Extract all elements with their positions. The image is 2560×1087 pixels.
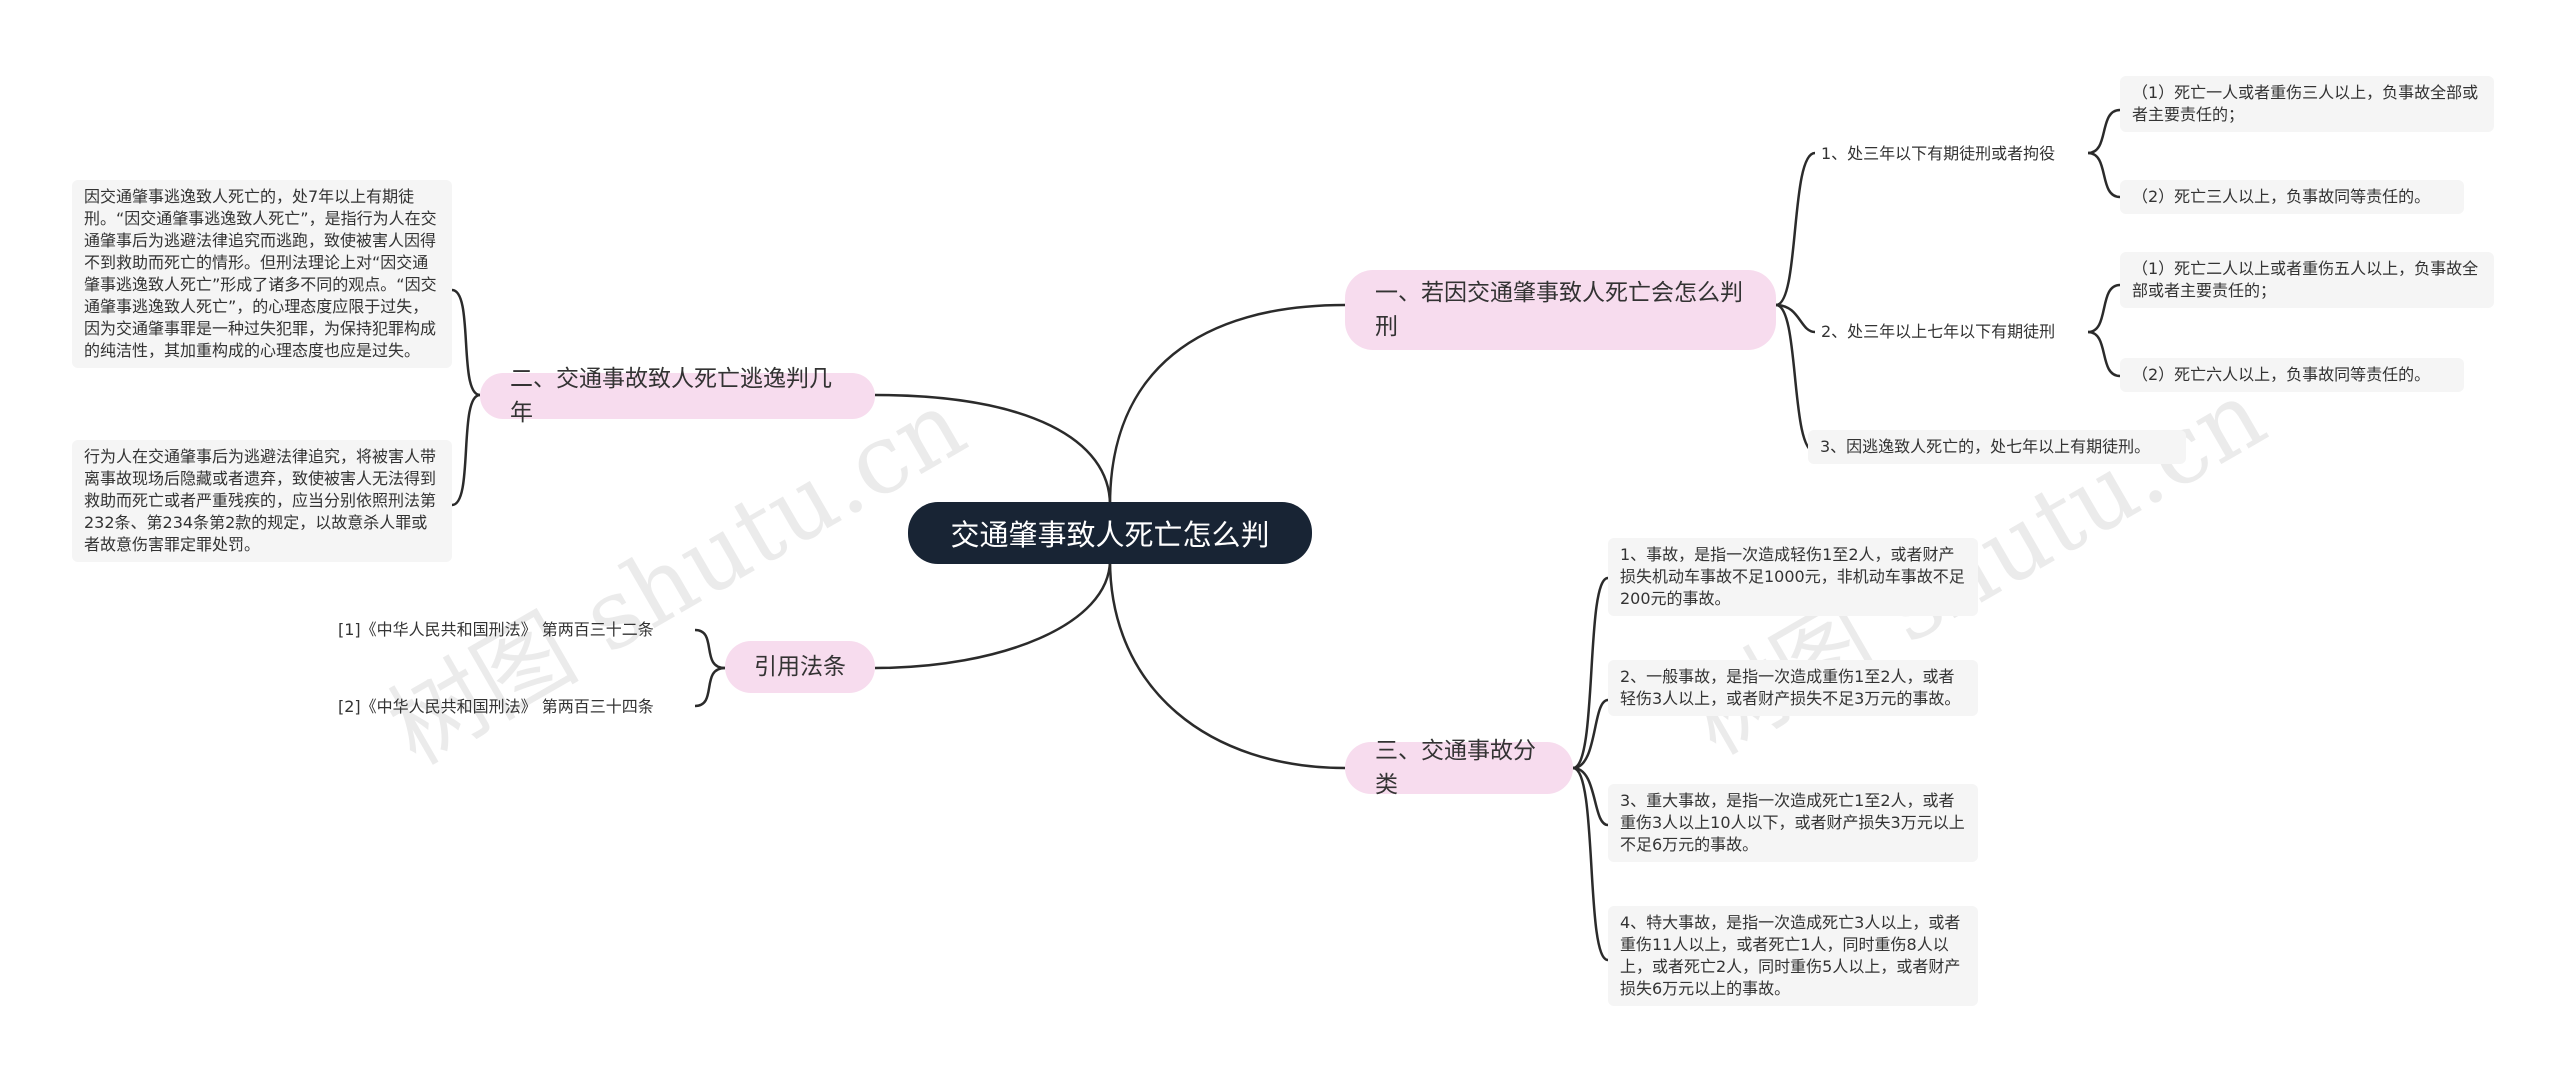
branch-2-topic[interactable]: 二、交通事故致人死亡逃逸判几年: [480, 366, 875, 426]
b4-item-1[interactable]: 1、事故，是指一次造成轻伤1至2人，或者财产损失机动车事故不足1000元，非机动…: [1608, 538, 1978, 616]
link-b3-i2: [694, 666, 726, 708]
link-b2-i2: [451, 393, 481, 507]
link-root-b3: [874, 559, 1112, 670]
b4-item-3[interactable]: 3、重大事故，是指一次造成死亡1至2人，或者重伤3人以上10人以下，或者财产损失…: [1608, 784, 1978, 862]
link-root-b4: [1108, 559, 1346, 770]
link-c2-i2: [2087, 330, 2121, 378]
b4-item-2[interactable]: 2、一般事故，是指一次造成重伤1至2人，或者轻伤3人以上，或者财产损失不足3万元…: [1608, 660, 1978, 716]
b1-child-2[interactable]: 2、处三年以上七年以下有期徒刑: [1821, 322, 2056, 341]
b4-item-4[interactable]: 4、特大事故，是指一次造成死亡3人以上，或者重伤11人以上，或者死亡1人，同时重…: [1608, 906, 1978, 1006]
link-root-b1: [1108, 303, 1346, 506]
b3-item-2[interactable]: [2]《中华人民共和国刑法》 第两百三十四条: [338, 697, 654, 716]
b1-c2-item-1[interactable]: （1）死亡二人以上或者重伤五人以上，负事故全部或者主要责任的；: [2120, 252, 2494, 308]
b1-c1-item-2[interactable]: （2）死亡三人以上，负事故同等责任的。: [2120, 180, 2464, 214]
link-root-b2: [874, 393, 1112, 506]
link-b4-i4: [1572, 766, 1609, 962]
link-b3-i1: [694, 628, 726, 670]
link-b1-c3: [1775, 303, 1816, 454]
root-topic[interactable]: 交通肇事致人死亡怎么判: [908, 502, 1312, 564]
link-c1-i1: [2087, 108, 2121, 155]
link-b1-c1: [1775, 151, 1816, 307]
link-b4-i3: [1572, 766, 1609, 827]
branch-4-topic[interactable]: 三、交通事故分类: [1345, 738, 1573, 798]
b3-item-1[interactable]: [1]《中华人民共和国刑法》 第两百三十二条: [338, 620, 654, 639]
b1-c2-item-2[interactable]: （2）死亡六人以上，负事故同等责任的。: [2120, 358, 2464, 392]
link-b4-i2: [1572, 698, 1609, 770]
b2-item-1[interactable]: 因交通肇事逃逸致人死亡的，处7年以上有期徒刑。“因交通肇事逃逸致人死亡”，是指行…: [72, 180, 452, 368]
link-c2-i1: [2087, 283, 2121, 334]
b2-item-2[interactable]: 行为人在交通肇事后为逃避法律追究，将被害人带离事故现场后隐藏或者遗弃，致使被害人…: [72, 440, 452, 562]
branch-3-topic[interactable]: 引用法条: [725, 641, 875, 693]
link-b2-i1: [451, 288, 481, 397]
b1-child-3[interactable]: 3、因逃逸致人死亡的，处七年以上有期徒刑。: [1808, 430, 2186, 464]
link-b4-i1: [1572, 576, 1609, 770]
b1-child-1[interactable]: 1、处三年以下有期徒刑或者拘役: [1821, 144, 2056, 163]
branch-1-topic[interactable]: 一、若因交通肇事致人死亡会怎么判刑: [1345, 270, 1776, 350]
link-b1-c2: [1775, 303, 1816, 334]
link-c1-i2: [2087, 151, 2121, 199]
b1-c1-item-1[interactable]: （1）死亡一人或者重伤三人以上，负事故全部或者主要责任的；: [2120, 76, 2494, 132]
